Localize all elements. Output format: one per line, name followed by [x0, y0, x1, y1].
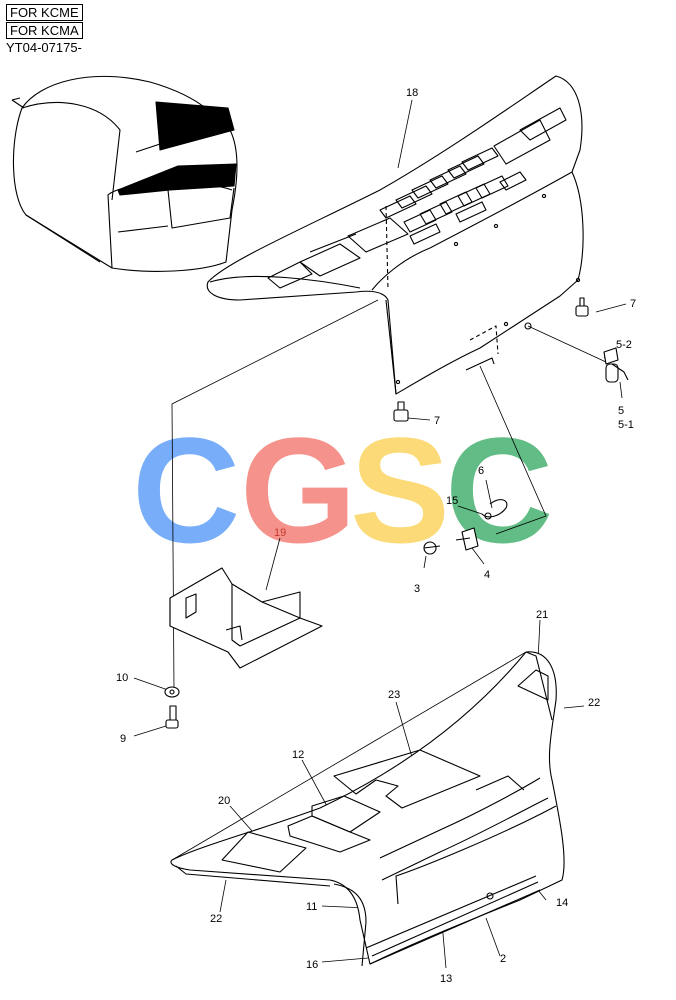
header-label-kcme: FOR KCME — [6, 4, 83, 21]
callout-18: 18 — [406, 87, 418, 99]
watermark-letter-c1: C — [132, 406, 240, 574]
callout-7-upper: 7 — [630, 298, 636, 310]
callout-9: 9 — [120, 733, 126, 745]
bracket-19 — [169, 567, 323, 669]
callout-14: 14 — [556, 897, 568, 909]
bolt-7-lower — [393, 401, 409, 422]
callout-12: 12 — [292, 749, 304, 761]
watermark-letter-c2: C — [445, 406, 553, 574]
callout-11: 11 — [306, 901, 317, 913]
callout-4: 4 — [484, 569, 490, 581]
callout-20: 20 — [218, 795, 230, 807]
callout-2: 2 — [500, 953, 506, 965]
callout-3: 3 — [414, 583, 420, 595]
callout-5-1: 5-1 — [618, 419, 634, 431]
callout-22-left: 22 — [210, 913, 222, 925]
callout-5: 5 — [618, 405, 624, 417]
bolt-9 — [165, 705, 179, 729]
header-label-kcma: FOR KCMA — [6, 22, 83, 39]
callout-16: 16 — [306, 959, 318, 971]
callout-6: 6 — [478, 465, 484, 477]
watermark: C G S C — [132, 406, 553, 574]
watermark-letter-g: G — [240, 406, 357, 574]
callout-13: 13 — [440, 973, 452, 985]
nut-10 — [164, 686, 180, 698]
overview-seat-illustration — [11, 76, 238, 272]
callout-15: 15 — [446, 495, 458, 507]
bolt-7-upper — [575, 297, 589, 317]
upper-console-panel — [206, 75, 584, 395]
drawing-code: YT04-07175- — [6, 40, 82, 55]
harness-and-bracket — [423, 499, 508, 555]
callout-7-lower: 7 — [434, 415, 440, 427]
callout-labels: 18 7 7 5-2 5 5-1 6 15 19 3 4 10 9 21 22 … — [116, 87, 636, 985]
callout-10: 10 — [116, 672, 128, 684]
callout-19: 19 — [274, 527, 286, 539]
callout-5-2: 5-2 — [616, 339, 632, 351]
callout-22-right: 22 — [588, 697, 600, 709]
callout-23: 23 — [388, 689, 400, 701]
callout-21: 21 — [536, 609, 548, 621]
lower-floor-panel — [170, 651, 565, 967]
switch-5-assembly — [603, 347, 629, 383]
